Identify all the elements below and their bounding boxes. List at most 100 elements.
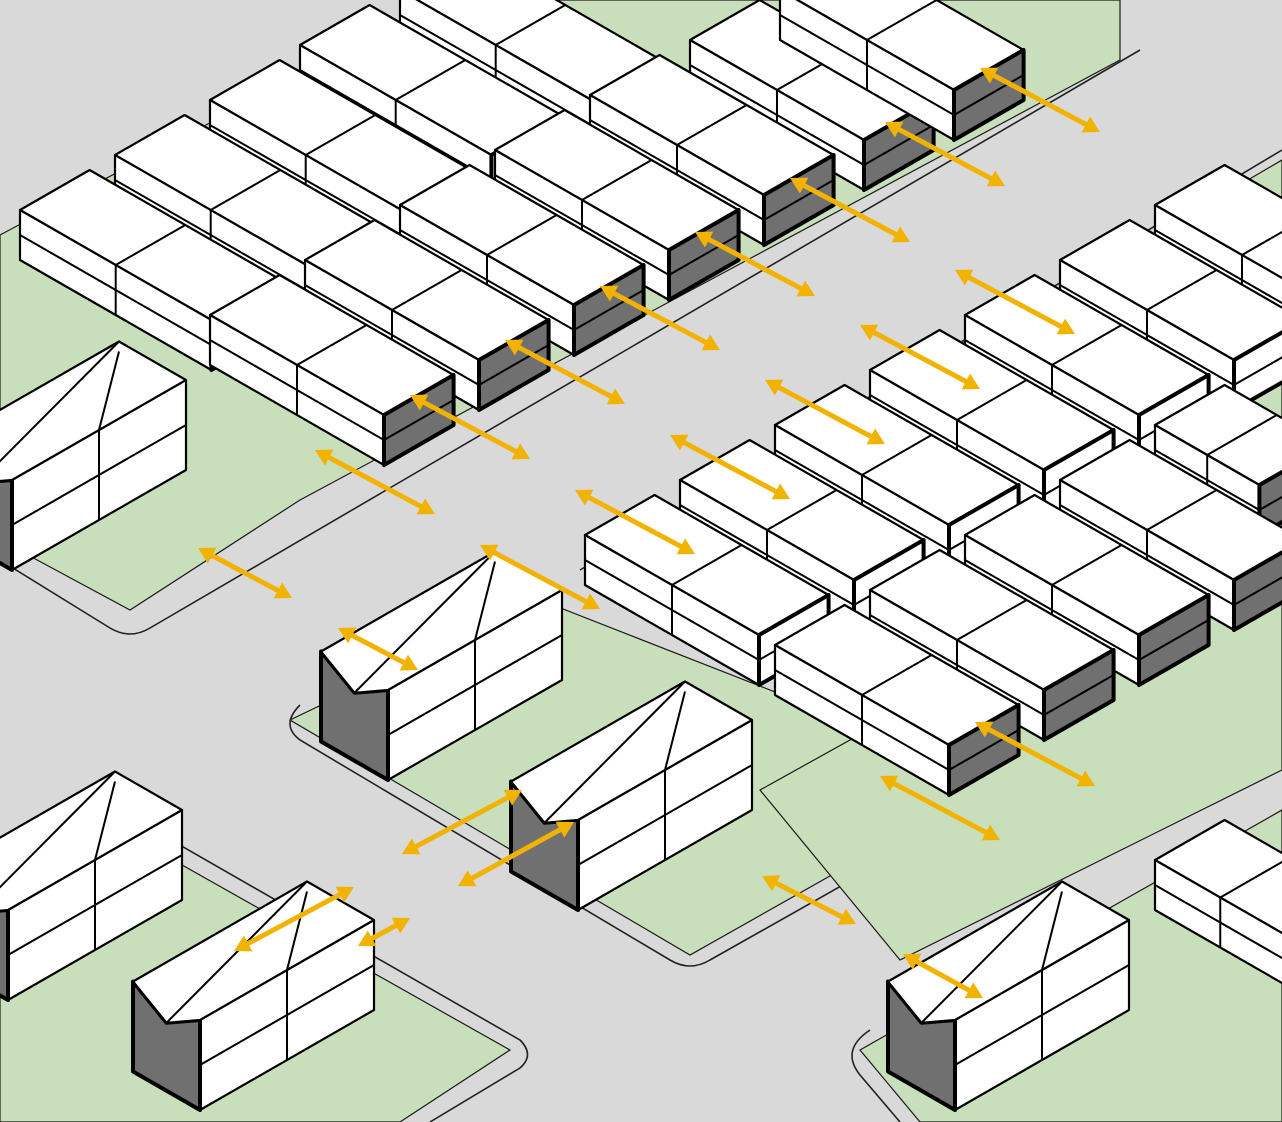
arrow-shaft — [366, 921, 402, 943]
access-arrow-8 — [198, 547, 292, 599]
roof-divider — [1146, 269, 1218, 311]
arrow-shaft — [983, 725, 1087, 783]
floor-line — [114, 179, 307, 291]
arrow-shaft — [773, 383, 877, 441]
arrow-head-start — [860, 324, 879, 341]
roof-divider — [1146, 489, 1218, 531]
row-house-23 — [773, 603, 1021, 797]
roof-divider — [474, 561, 496, 641]
access-arrow-3 — [695, 231, 815, 297]
floor-line — [1154, 884, 1282, 960]
roof-divider — [115, 224, 186, 266]
arrow-shaft — [770, 879, 848, 921]
corner-building-2 — [509, 680, 754, 912]
arrow-head-start — [790, 177, 809, 194]
floor-line — [584, 559, 760, 661]
roof-valley — [543, 680, 686, 824]
arrow-shaft — [488, 548, 592, 606]
arrow-head-end — [701, 334, 720, 351]
floor-line — [577, 764, 753, 866]
arrow-head-end — [676, 538, 695, 555]
arrow-head-end — [796, 280, 815, 297]
arrow-head-start — [480, 544, 499, 561]
arrow-shaft — [513, 343, 617, 401]
row-house-2 — [778, 0, 1026, 142]
access-arrow-4 — [600, 285, 720, 351]
arrow-head-start — [762, 875, 781, 892]
floor-line — [589, 119, 765, 221]
arrow-head-end — [1081, 116, 1100, 133]
arrow-head-end — [837, 908, 856, 925]
roof-divider — [305, 114, 376, 156]
roof-valley — [920, 880, 1063, 1024]
arrow-head-start — [575, 489, 594, 506]
roof-valley — [0, 770, 116, 889]
roof — [319, 550, 564, 694]
access-arrow-1 — [885, 121, 1005, 187]
roof-divider — [395, 59, 466, 101]
roof-valley — [0, 340, 120, 463]
roof — [0, 770, 184, 912]
row-house-11 — [208, 273, 456, 467]
arrow-head-start — [358, 930, 377, 947]
roof-divider — [286, 891, 308, 971]
access-arrow-23 — [358, 917, 410, 947]
floor-line-end — [1258, 495, 1282, 511]
floor-line — [964, 339, 1140, 441]
floor-line — [399, 14, 592, 126]
roof-divider — [671, 544, 743, 586]
floor-line-end — [668, 234, 740, 276]
floor-line-end — [478, 344, 550, 386]
roof-divider — [581, 159, 653, 201]
arrow-shaft — [206, 551, 284, 595]
roof-divider — [94, 781, 116, 861]
floor-line-end — [953, 74, 1025, 116]
arrow-shaft — [888, 779, 992, 837]
arrow-head-end — [1056, 318, 1075, 335]
floor-line — [869, 394, 1045, 496]
arrow-shaft — [963, 273, 1067, 331]
arrow-head-start — [338, 627, 357, 644]
floor-line-end — [1138, 619, 1210, 661]
arrow-head-start — [458, 870, 477, 887]
access-arrow-22 — [234, 886, 354, 952]
arrow-head-end — [986, 170, 1005, 187]
curb-northwest — [0, 49, 1141, 635]
floor-line — [209, 339, 385, 441]
roof-divider — [98, 351, 120, 431]
row-house-19 — [1153, 383, 1282, 537]
arrow-shaft — [703, 235, 807, 293]
arrow-shaft — [868, 328, 972, 386]
arrow-head-end — [399, 654, 418, 671]
floor-line — [774, 449, 950, 551]
floor-line — [399, 229, 575, 331]
roof-divider — [1051, 544, 1123, 586]
arrow-head-start — [695, 231, 714, 248]
arrow-shaft — [798, 181, 902, 239]
access-arrow-16 — [975, 721, 1095, 787]
floor-line-end — [1233, 576, 1282, 606]
roof-divider — [1051, 324, 1123, 366]
access-arrow-14 — [480, 544, 600, 610]
access-arrow-9 — [955, 269, 1075, 335]
arrow-shaft — [410, 793, 514, 851]
floor-line-end — [1043, 674, 1115, 716]
floor-line-end — [573, 289, 645, 331]
access-arrow-17 — [880, 775, 1000, 841]
floor-line-end — [1233, 356, 1282, 386]
roof-valley — [165, 880, 308, 1024]
floor-line — [19, 234, 212, 346]
curb-center — [289, 704, 1021, 967]
floor-line — [11, 424, 187, 526]
arrow-head-start — [903, 953, 922, 970]
access-arrow-18 — [762, 875, 856, 925]
arrow-head-start — [670, 434, 689, 451]
roof — [131, 880, 376, 1024]
floor-line — [199, 964, 375, 1066]
arrow-shaft — [678, 438, 782, 496]
roof-valley — [353, 550, 496, 694]
arrow-shaft — [418, 398, 522, 456]
floor-line-end — [383, 399, 455, 441]
arrow-shaft — [466, 825, 566, 883]
